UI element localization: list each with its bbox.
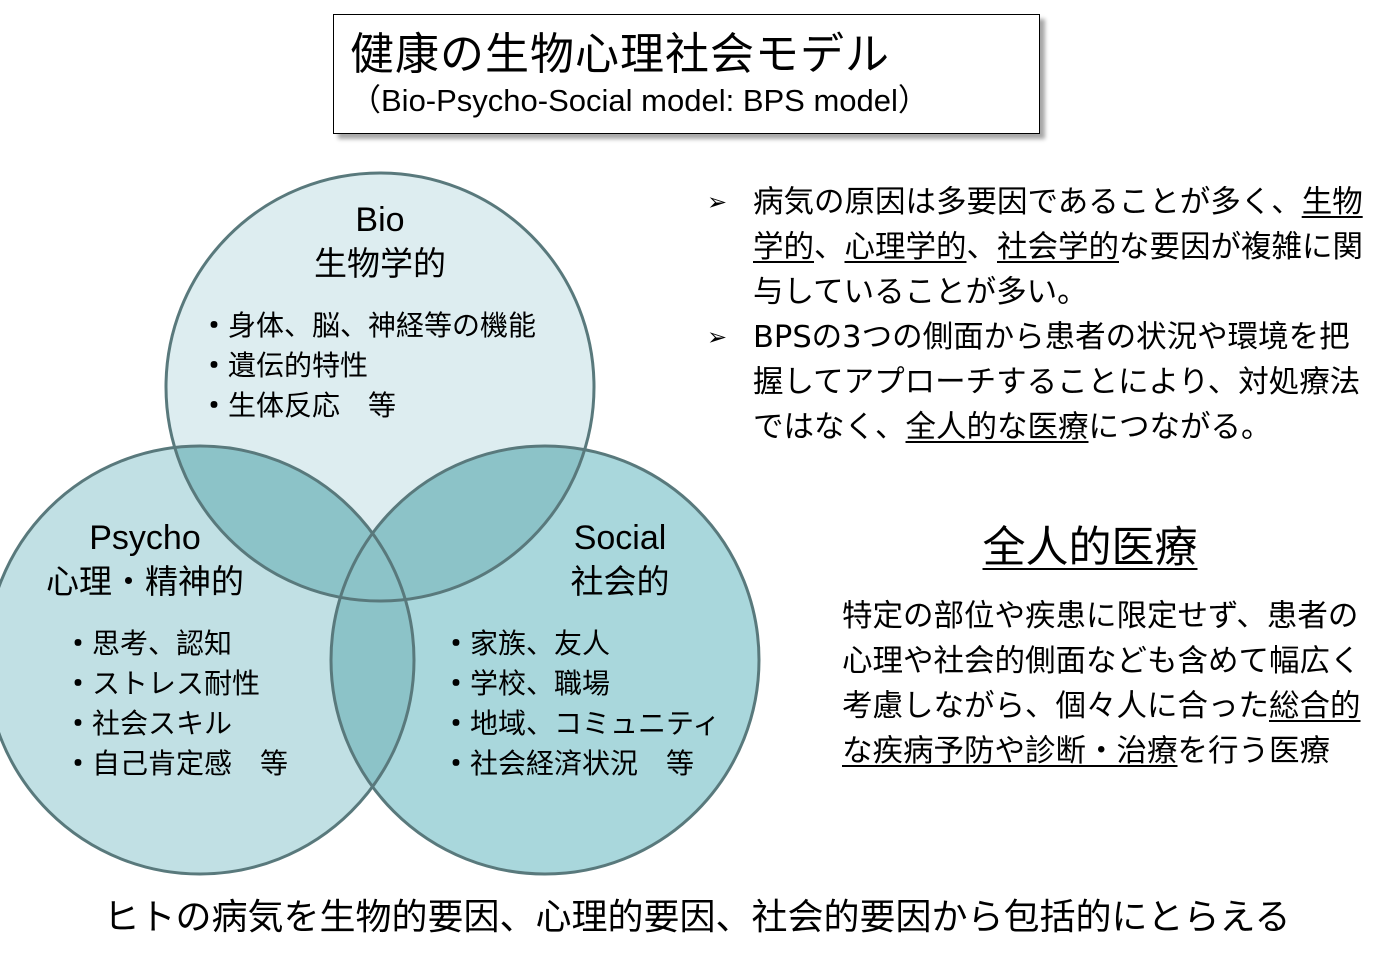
page-title: 健康の生物心理社会モデル [350,29,890,80]
bio-item-list: 身体、脳、神経等の機能 遺伝的特性 生体反応 等 [200,306,536,426]
bullet-text: 、 [814,230,845,265]
emphasis-text: 総合的な疾病予防や診断・治療 [842,689,1361,769]
emphasis-text: 心理学的 [844,230,967,265]
bullet-text: 、 [966,230,998,265]
page-subtitle: （Bio-Psycho-Social model: BPS model） [350,83,929,118]
bullet-text: 病気の原因は多要因であることが多く、 [753,185,1302,220]
emphasis-text: 生物学的 [753,185,1363,265]
social-item-list: 家族、友人 学校、職場 地域、コミュニティ 社会経済状況 等 [442,624,720,784]
bullet-text: な要因が複雑に関与していることが多い。 [753,230,1363,310]
bullet-text: BPSの3つの側面から患者の状況や環境を把握してアプローチすることにより、対処療… [753,320,1361,445]
bullet-item: ➢ 病気の原因は多要因であることが多く、生物学的、心理学的、社会学的な要因が複雑… [707,180,1377,315]
venn-circles [0,171,761,876]
bio-social-overlap [331,446,594,601]
psycho-item-list: 思考、認知 ストレス耐性 社会スキル 自己肯定感 等 [64,624,288,784]
bio-psycho-overlap [166,446,414,601]
psycho-item: 社会スキル [64,704,288,744]
arrow-bullet-icon: ➢ [707,188,728,216]
bio-item: 遺伝的特性 [200,346,536,386]
bio-label: Bio 生物学的 [280,198,480,286]
title-box: 健康の生物心理社会モデル （Bio-Psycho-Social model: B… [333,14,1040,134]
bps-venn-diagram: Bio 生物学的 身体、脳、神経等の機能 遺伝的特性 生体反応 等 Psycho… [0,170,770,880]
bio-label-en: Bio [355,201,405,239]
bio-item: 生体反応 等 [200,386,536,426]
social-label: Social 社会的 [520,516,720,604]
bottom-caption: ヒトの病気を生物的要因、心理的要因、社会的要因から包括的にとらえる [103,897,1291,938]
psycho-item: 自己肯定感 等 [64,744,288,784]
social-item: 地域、コミュニティ [442,704,720,744]
description-text: 特定の部位や疾患に限定せず、患者の心理や社会的側面なども含めて幅広く考慮しながら… [842,599,1361,724]
bio-label-ja: 生物学的 [314,244,446,283]
psycho-item: 思考、認知 [64,624,288,664]
holistic-care-description: 特定の部位や疾患に限定せず、患者の心理や社会的側面なども含めて幅広く考慮しながら… [842,594,1372,774]
psycho-label-en: Psycho [89,519,201,557]
psycho-item: ストレス耐性 [64,664,288,704]
holistic-care-heading: 全人的医療 [982,523,1198,573]
social-item: 社会経済状況 等 [442,744,720,784]
explanation-bullets: ➢ 病気の原因は多要因であることが多く、生物学的、心理学的、社会学的な要因が複雑… [707,180,1377,450]
arrow-bullet-icon: ➢ [707,323,728,351]
bullet-text: につながる。 [1088,410,1272,445]
social-label-en: Social [573,519,667,557]
social-item: 学校、職場 [442,664,720,704]
emphasis-text: 社会学的 [997,230,1119,265]
bullet-item: ➢ BPSの3つの側面から患者の状況や環境を把握してアプローチすることにより、対… [707,315,1377,450]
social-label-ja: 社会的 [570,562,670,601]
psycho-label: Psycho 心理・精神的 [35,516,255,604]
psycho-label-ja: 心理・精神的 [46,562,244,601]
social-item: 家族、友人 [442,624,720,664]
emphasis-text: 全人的な医療 [905,410,1089,445]
bio-item: 身体、脳、神経等の機能 [200,306,536,346]
description-text: を行う医療 [1177,734,1331,769]
